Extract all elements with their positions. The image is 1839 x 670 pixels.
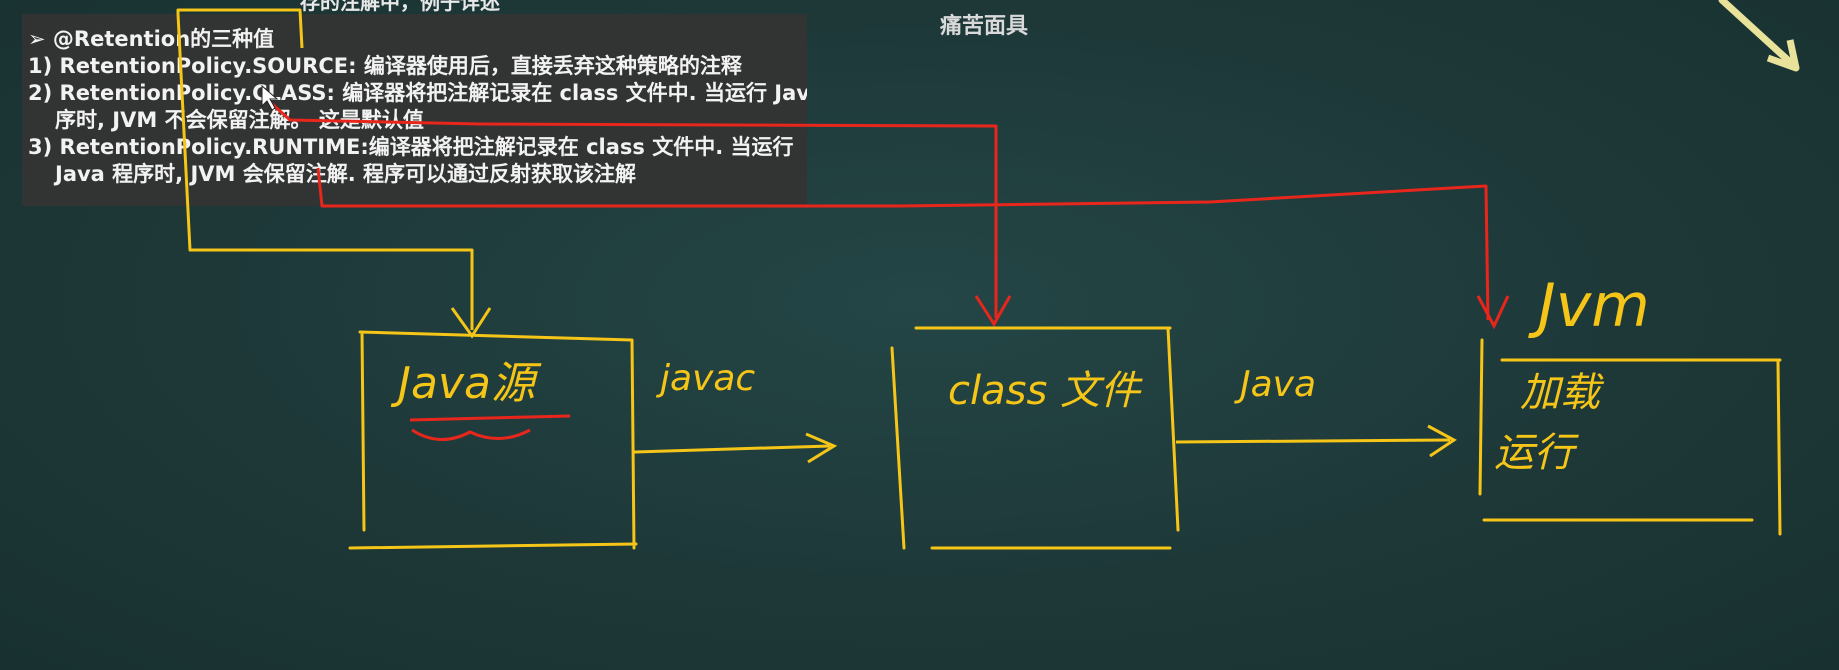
java-source-label: Java源 [390,358,542,409]
runtime-connector [316,167,1490,321]
class-file-label: class 文件 [948,368,1143,414]
class-arrow-head [974,295,1012,327]
javac-label: javac [655,358,755,399]
java-run-label: Java [1234,364,1316,405]
retention-line-runtime-cont: Java 程序时, JVM 会保留注解. 程序可以通过反射获取该注解 [55,162,637,186]
class-file-box: class 文件 [890,326,1180,550]
mask-title: 痛苦面具 [940,14,1029,39]
jvm-box: Jvm 加载 运行 [1478,271,1782,536]
retention-line-source: 1) RetentionPolicy.SOURCE: 编译器使用后，直接丢弃这种… [28,54,742,78]
class-connector [261,93,998,318]
retention-line-runtime: 3) RetentionPolicy.RUNTIME:编译器将把注解记录在 cl… [28,135,794,159]
jvm-label: Jvm [1528,271,1650,341]
jvm-run-label: 运行 [1494,430,1579,476]
javac-arrow: javac [633,358,838,464]
retention-panel: ➢ @Retention的三种值 1) RetentionPolicy.SOUR… [22,14,807,206]
source-connector [176,8,474,330]
cut-off-heading: 存的注解中，例子详述 [300,0,500,14]
retention-line-class: 2) RetentionPolicy.CLASS: 编译器将把注解记录在 cla… [28,81,807,105]
retention-heading: ➢ @Retention的三种值 [28,27,275,51]
java-run-arrow: Java [1175,364,1457,458]
jvm-load-label: 加载 [1520,370,1605,416]
java-source-box: Java源 [348,330,638,550]
mouse-cursor-icon [261,84,279,111]
pointer-arrow-icon [1718,0,1800,72]
retention-line-class-cont: 序时, JVM 不会保留注解。 这是默认值 [55,108,424,132]
runtime-arrow-head [1476,295,1510,330]
